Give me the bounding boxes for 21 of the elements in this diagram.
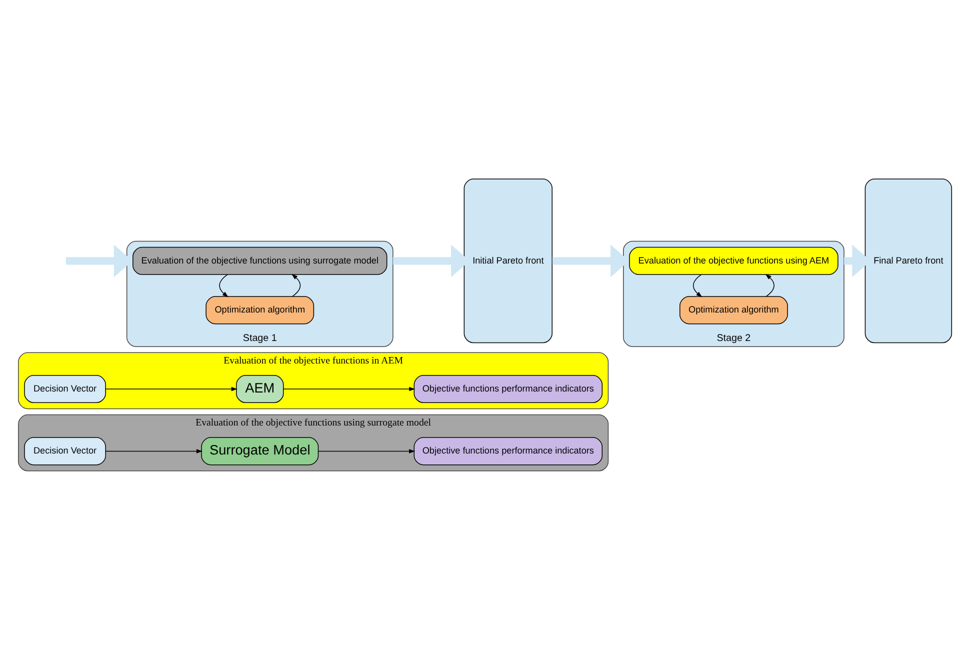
node-box: Objective functions performance indicators — [413, 436, 602, 465]
arrow — [282, 386, 415, 391]
node-box: Objective functions performance indicators — [413, 374, 602, 403]
arrow — [104, 448, 202, 453]
arrow — [692, 274, 702, 297]
node-box: Surrogate Model — [200, 436, 318, 465]
node-box: Initial Pareto front — [463, 178, 552, 343]
node-box: Optimization algorithm — [678, 296, 788, 324]
node-box: Evaluation of the objective functions using AEM — [628, 246, 838, 274]
node-box: Evaluation of the objective functions using surrogate model — [132, 246, 387, 274]
node-box: Decision Vector — [24, 374, 106, 403]
arrow — [104, 386, 237, 391]
arrow — [291, 273, 300, 296]
arrow — [764, 273, 774, 296]
arrow — [318, 448, 415, 453]
arrow — [552, 244, 629, 277]
node-box: Final Pareto front — [864, 178, 952, 343]
node-box: AEM — [236, 374, 284, 403]
node-box: Optimization algorithm — [205, 296, 314, 324]
arrow — [218, 274, 228, 297]
node-box: Decision Vector — [24, 436, 106, 465]
